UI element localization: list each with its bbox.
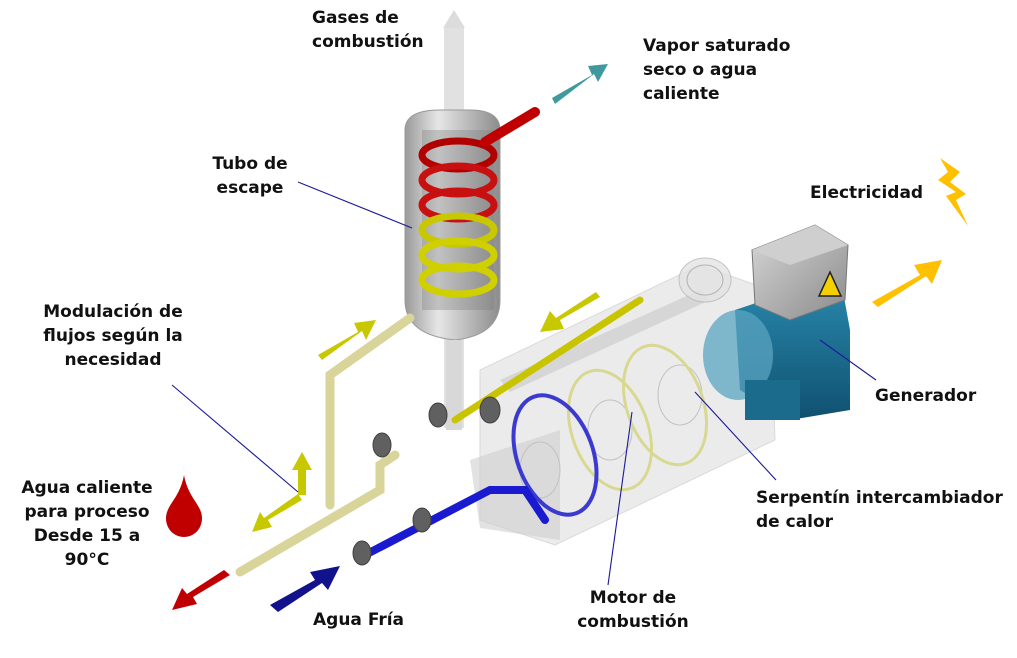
flow-arrows xyxy=(166,64,968,612)
label-serpentin: Serpentín intercambiador de calor xyxy=(756,488,1003,532)
label-gases-combustion: Gases de combustión xyxy=(312,8,424,52)
steam-output-arrow xyxy=(552,64,608,104)
label-vapor-saturado: Vapor saturado seco o agua caliente xyxy=(643,36,791,104)
label-agua-caliente: Agua caliente para proceso Desde 15 a 90… xyxy=(21,478,153,570)
label-motor: Motor de combustión xyxy=(577,588,689,632)
hot-water-drop-icon xyxy=(166,475,202,537)
label-electricidad: Electricidad xyxy=(810,183,924,203)
cold-water-input-arrow xyxy=(270,566,340,612)
label-modulacion: Modulación de flujos según la necesidad xyxy=(43,302,183,370)
electricity-output-arrow xyxy=(872,260,942,307)
exhaust-arrow xyxy=(443,10,465,28)
exhaust-heat-exchanger xyxy=(404,107,540,430)
generator xyxy=(703,224,850,420)
label-agua-fria: Agua Fría xyxy=(313,610,405,630)
modulated-flow-arrow-left xyxy=(252,494,302,532)
modulated-flow-arrow-up xyxy=(292,452,312,495)
label-generador: Generador xyxy=(875,386,977,406)
electricity-bolt-icon xyxy=(938,158,968,226)
leader-lines xyxy=(171,181,877,586)
pipe-flanges xyxy=(352,396,501,566)
label-tubo-escape: Tubo de escape xyxy=(212,154,288,198)
modulated-flow-arrow-in xyxy=(318,320,376,360)
warning-sign-icon xyxy=(817,270,843,297)
heat-exchanger-coil xyxy=(511,343,709,517)
combustion-engine xyxy=(470,257,776,546)
hot-water-output-arrow xyxy=(172,570,230,610)
modulated-flow-arrow-back xyxy=(540,292,600,332)
